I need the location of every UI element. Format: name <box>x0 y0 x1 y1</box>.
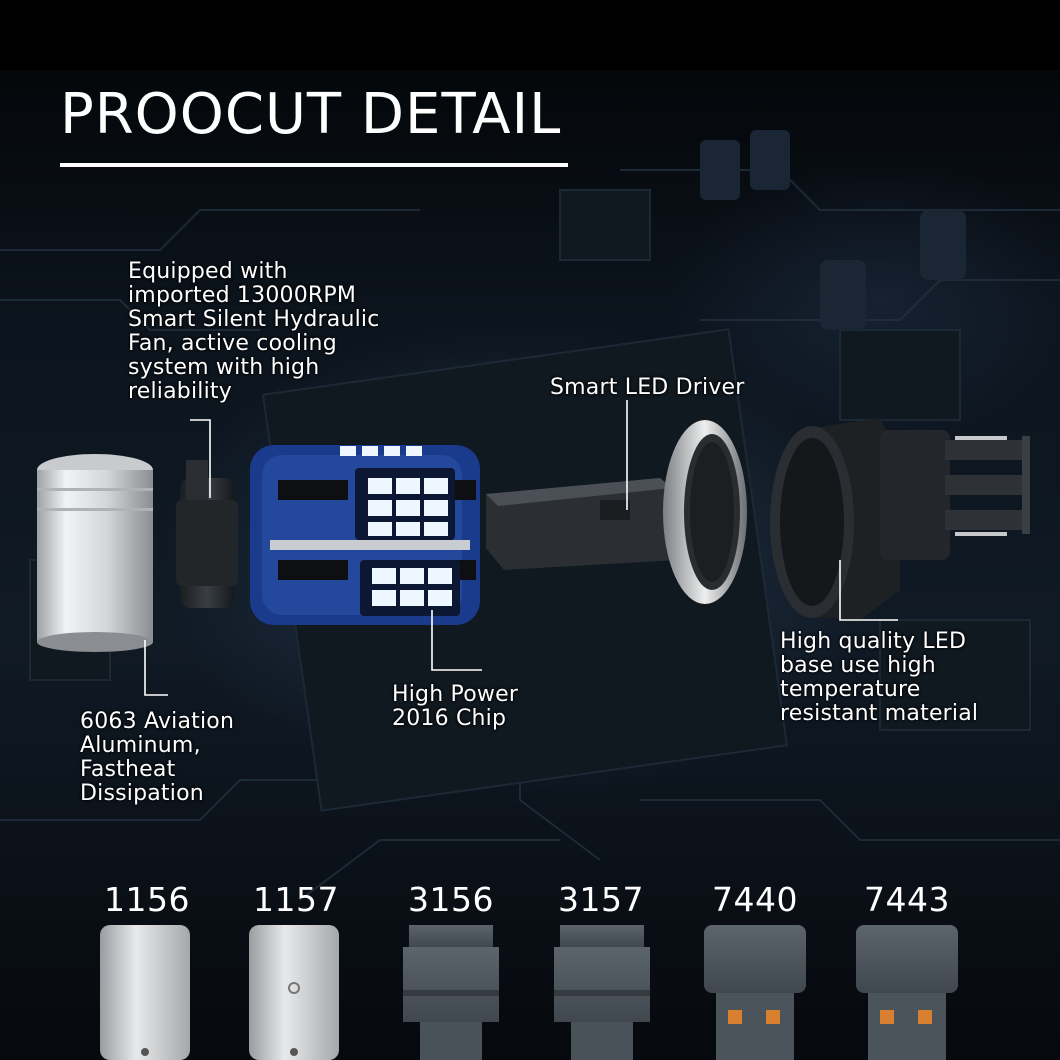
wedge-base-icon <box>554 925 650 1060</box>
base-label-1157: 1157 <box>253 880 339 919</box>
chip-callout: High Power 2016 Chip <box>392 683 518 731</box>
bayonet-base-single-icon <box>100 925 190 1060</box>
fan-callout-line: Equipped with <box>128 259 288 284</box>
aluminum-callout-line: 6063 Aviation <box>80 709 235 734</box>
plastic-socket-base <box>770 418 1030 620</box>
fan-callout-line: imported 13000RPM <box>128 283 357 308</box>
base-label-3157: 3157 <box>558 880 644 919</box>
t20-wedge-base-icon <box>704 925 806 1060</box>
fan-callout-line: system with high <box>128 355 320 380</box>
base-label-7443: 7443 <box>864 880 950 919</box>
aluminum-callout-line: Aluminum, <box>80 733 201 758</box>
fan-callout-line: Smart Silent Hydraulic <box>128 307 380 332</box>
base-label-1156: 1156 <box>104 880 190 919</box>
page-title: PROOCUT DETAIL <box>60 82 562 147</box>
aluminum-heatsink <box>37 454 153 652</box>
aluminum-callout-line: Dissipation <box>80 781 204 806</box>
chip-callout-line: High Power <box>392 682 519 707</box>
chip-callout-line: 2016 Chip <box>392 706 507 731</box>
led-pcb-body <box>250 445 480 625</box>
t20-wedge-base-icon <box>856 925 958 1060</box>
base-callout-line: base use high <box>780 653 936 678</box>
led-driver-board <box>486 478 680 570</box>
title-underline <box>60 163 568 167</box>
bayonet-base-dual-icon <box>249 925 339 1060</box>
base-callout-line: High quality LED <box>780 629 967 654</box>
base-label-7440: 7440 <box>712 880 798 919</box>
fan-callout-line: reliability <box>128 379 232 404</box>
cooling-fan <box>176 460 238 608</box>
top-black-band <box>0 0 1060 70</box>
base-callout-line: temperature <box>780 677 921 702</box>
callout-leader-lines <box>144 400 898 696</box>
wedge-base-icon <box>403 925 499 1060</box>
driver-callout: Smart LED Driver <box>550 376 745 400</box>
metal-ring <box>663 420 747 604</box>
base-callout: High quality LED base use high temperatu… <box>780 630 978 726</box>
base-type-row <box>100 925 958 1060</box>
aluminum-callout-line: Fastheat <box>80 757 176 782</box>
base-callout-line: resistant material <box>780 701 979 726</box>
fan-callout: Equipped with imported 13000RPM Smart Si… <box>128 260 380 404</box>
driver-callout-line: Smart LED Driver <box>550 375 745 400</box>
fan-callout-line: Fan, active cooling <box>128 331 337 356</box>
base-label-3156: 3156 <box>408 880 494 919</box>
aluminum-callout: 6063 Aviation Aluminum, Fastheat Dissipa… <box>80 710 234 806</box>
